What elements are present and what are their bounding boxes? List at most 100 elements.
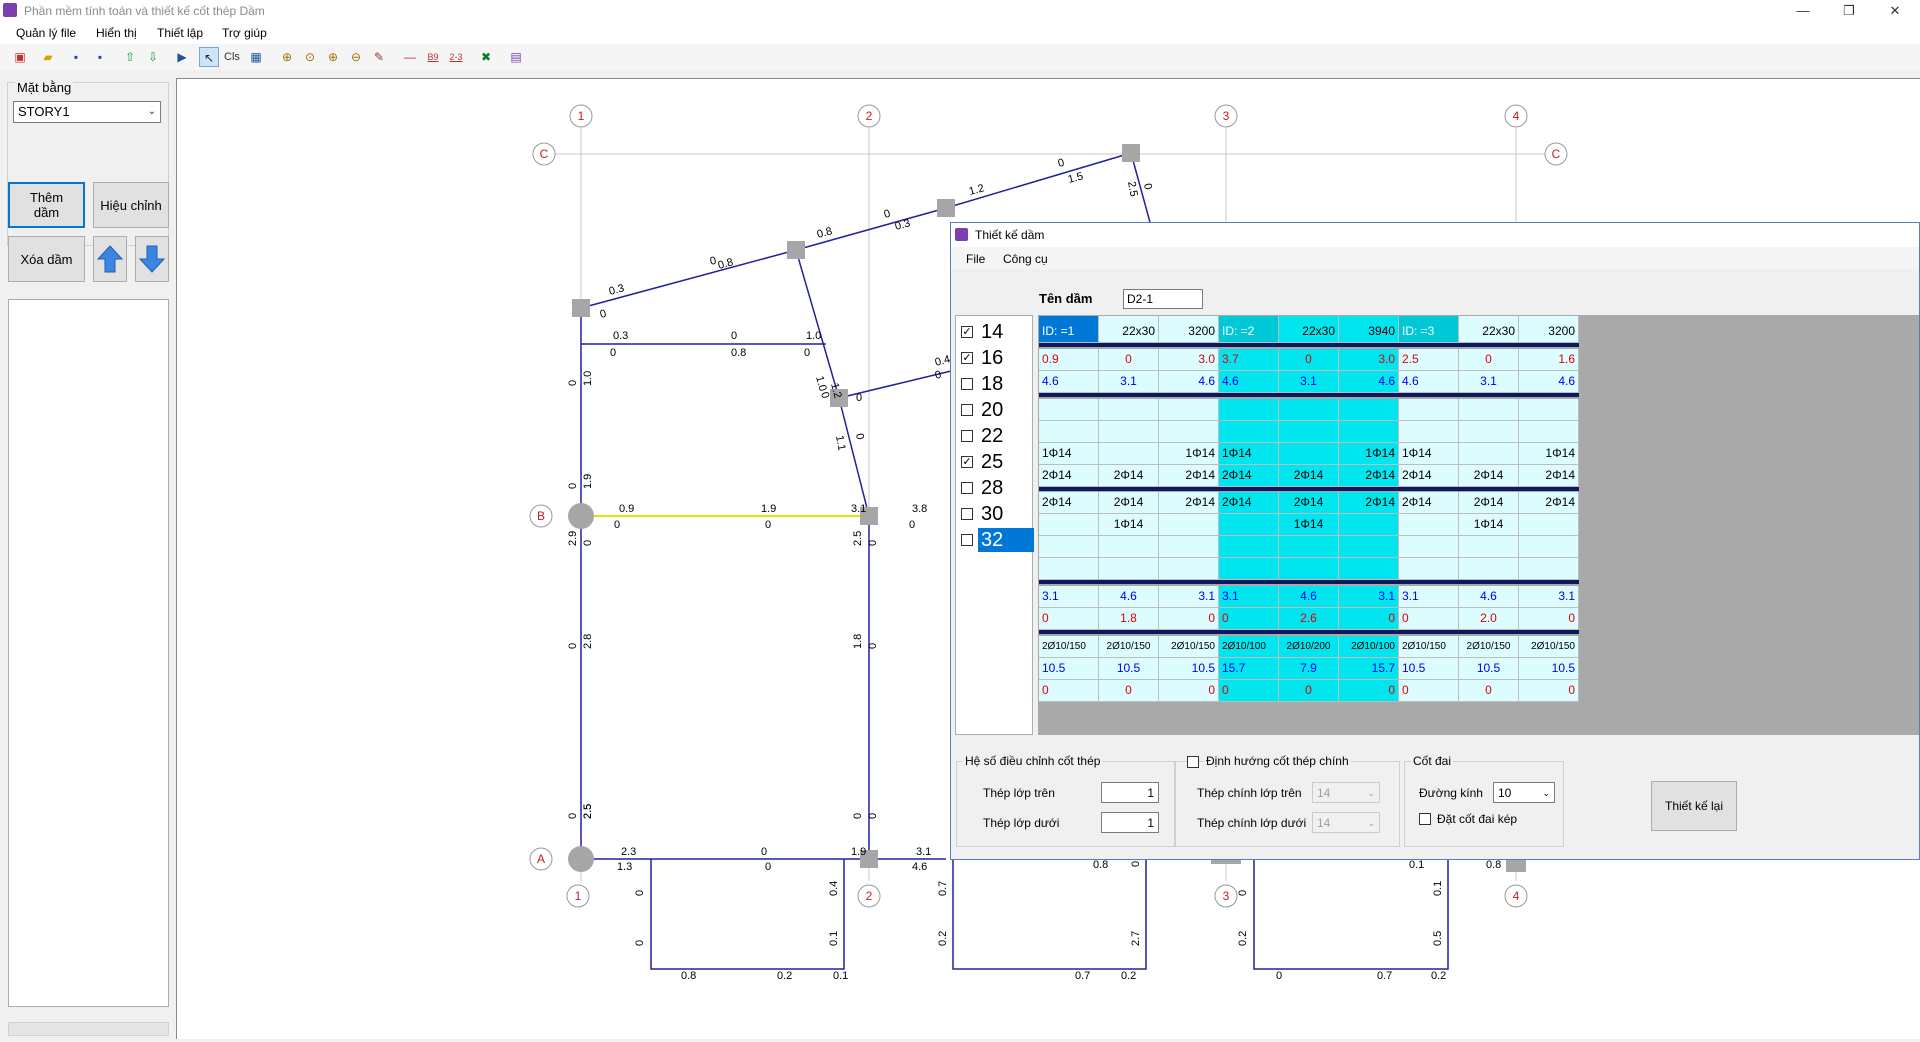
table-cell[interactable]: 2Φ14 <box>1279 465 1339 487</box>
delete-beam-button[interactable]: Xóa dầm <box>8 236 85 282</box>
table-cell-empty[interactable] <box>1279 399 1339 421</box>
table-cell[interactable]: 0 <box>1159 608 1219 630</box>
table-cell-empty[interactable] <box>1519 536 1579 558</box>
table-cell[interactable]: 2Ø10/150 <box>1039 636 1099 658</box>
zoom-all-icon[interactable]: ⊕ <box>281 50 293 64</box>
table-cell-empty[interactable] <box>1519 558 1579 580</box>
table-cell-empty[interactable] <box>1099 421 1159 443</box>
close-button[interactable]: ✕ <box>1889 3 1901 18</box>
coef-bottom-input[interactable]: 1 <box>1101 812 1159 833</box>
table-cell[interactable]: 0 <box>1039 680 1099 702</box>
table-cell[interactable]: 2Φ14 <box>1399 492 1459 514</box>
orient-bottom-select[interactable]: 14⌄ <box>1312 812 1380 833</box>
table-cell[interactable]: 2Φ14 <box>1219 465 1279 487</box>
table-cell[interactable]: 0 <box>1039 608 1099 630</box>
table-cell[interactable]: 10.5 <box>1399 658 1459 680</box>
table-cell[interactable]: 3200 <box>1519 316 1579 343</box>
table-cell[interactable]: 2Ø10/150 <box>1159 636 1219 658</box>
table-cell[interactable]: 0 <box>1519 608 1579 630</box>
orient-top-select[interactable]: 14⌄ <box>1312 782 1380 803</box>
diameter-item[interactable]: 22 <box>958 424 1032 448</box>
table-cell[interactable]: 2Ø10/150 <box>1099 636 1159 658</box>
add-beam-button[interactable]: Thêm dầm <box>8 182 85 228</box>
double-stirrup-checkbox[interactable] <box>1419 813 1431 825</box>
table-cell[interactable]: 4.6 <box>1039 371 1099 393</box>
table-cell[interactable] <box>1519 514 1579 536</box>
table-cell[interactable]: 4.6 <box>1279 586 1339 608</box>
table-cell[interactable]: 2Φ14 <box>1339 465 1399 487</box>
diameter-item[interactable]: 20 <box>958 398 1032 422</box>
table-cell[interactable]: 2Φ14 <box>1039 492 1099 514</box>
table-cell[interactable]: 10.5 <box>1099 658 1159 680</box>
table-cell[interactable]: 2Ø10/150 <box>1399 636 1459 658</box>
table-cell-empty[interactable] <box>1219 536 1279 558</box>
dialog-menu-file[interactable]: File <box>966 252 986 266</box>
menu-view[interactable]: Hiển thị <box>96 26 137 40</box>
table-cell[interactable]: 0 <box>1279 680 1339 702</box>
table-cell[interactable]: 3.1 <box>1519 586 1579 608</box>
table-cell-empty[interactable] <box>1459 536 1519 558</box>
table-cell[interactable]: 0 <box>1219 608 1279 630</box>
table-cell[interactable]: 2Ø10/100 <box>1219 636 1279 658</box>
diameter-checkbox[interactable] <box>961 534 973 546</box>
table-cell[interactable]: 2Φ14 <box>1279 492 1339 514</box>
table-cell[interactable]: 2Φ14 <box>1339 492 1399 514</box>
table-cell[interactable]: 2Φ14 <box>1399 465 1459 487</box>
table-cell[interactable]: 3.1 <box>1099 371 1159 393</box>
table-cell[interactable]: 15.7 <box>1339 658 1399 680</box>
diameter-checkbox[interactable]: ✓ <box>961 352 973 364</box>
table-cell[interactable]: 2Φ14 <box>1159 492 1219 514</box>
beam-b9-button[interactable]: B9 <box>427 52 439 62</box>
diameter-item[interactable]: 32 <box>958 528 1034 552</box>
table-cell-empty[interactable] <box>1339 421 1399 443</box>
table-cell-empty[interactable] <box>1339 536 1399 558</box>
table-cell[interactable] <box>1339 514 1399 536</box>
table-cell-empty[interactable] <box>1519 421 1579 443</box>
table-cell-empty[interactable] <box>1159 536 1219 558</box>
move-down-button[interactable] <box>135 236 169 282</box>
table-cell[interactable]: 4.6 <box>1099 586 1159 608</box>
edit-button[interactable]: Hiệu chỉnh <box>93 182 169 228</box>
diameter-item[interactable]: 18 <box>958 372 1032 396</box>
table-cell[interactable]: 2Ø10/150 <box>1459 636 1519 658</box>
table-cell[interactable]: 4.6 <box>1339 371 1399 393</box>
table-cell[interactable]: 0 <box>1279 349 1339 371</box>
beam-name-input[interactable]: D2-1 <box>1123 289 1203 309</box>
table-cell[interactable]: 15.7 <box>1219 658 1279 680</box>
table-cell[interactable]: 0 <box>1339 608 1399 630</box>
table-cell[interactable]: 0 <box>1219 680 1279 702</box>
dialog-menu-tools[interactable]: Công cụ <box>1003 252 1048 266</box>
diameter-checkbox[interactable] <box>961 508 973 520</box>
table-cell-empty[interactable] <box>1459 421 1519 443</box>
table-cell[interactable]: 2Ø10/150 <box>1519 636 1579 658</box>
line-icon[interactable]: — <box>404 50 416 64</box>
table-cell-empty[interactable] <box>1399 558 1459 580</box>
beam-23-button[interactable]: 2-3 <box>449 52 463 62</box>
table-cell-empty[interactable] <box>1099 558 1159 580</box>
menu-file[interactable]: Quản lý file <box>16 26 77 40</box>
table-cell[interactable]: 0 <box>1519 680 1579 702</box>
table-cell[interactable]: ID: =1 <box>1039 316 1099 343</box>
up-arrow-icon[interactable]: ⇧ <box>124 50 136 64</box>
table-cell[interactable]: 1Φ14 <box>1279 514 1339 536</box>
table-cell[interactable]: 2Φ14 <box>1519 492 1579 514</box>
table-cell[interactable] <box>1099 443 1159 465</box>
table-cell[interactable]: 3.0 <box>1159 349 1219 371</box>
table-cell[interactable]: 2Ø10/100 <box>1339 636 1399 658</box>
table-cell[interactable]: 2Φ14 <box>1159 465 1219 487</box>
orient-checkbox[interactable] <box>1187 756 1199 768</box>
table-cell[interactable]: 10.5 <box>1519 658 1579 680</box>
diameter-checkbox[interactable] <box>961 482 973 494</box>
table-cell-empty[interactable] <box>1219 421 1279 443</box>
table-cell[interactable]: 2Φ14 <box>1459 465 1519 487</box>
table-cell[interactable]: 10.5 <box>1459 658 1519 680</box>
new-icon[interactable]: ▣ <box>14 50 26 64</box>
table-cell-empty[interactable] <box>1519 399 1579 421</box>
table-cell-empty[interactable] <box>1399 399 1459 421</box>
table-cell[interactable]: 1Φ14 <box>1519 443 1579 465</box>
table-cell[interactable]: 2Φ14 <box>1039 465 1099 487</box>
table-cell[interactable]: 0 <box>1399 680 1459 702</box>
coef-top-input[interactable]: 1 <box>1101 782 1159 803</box>
